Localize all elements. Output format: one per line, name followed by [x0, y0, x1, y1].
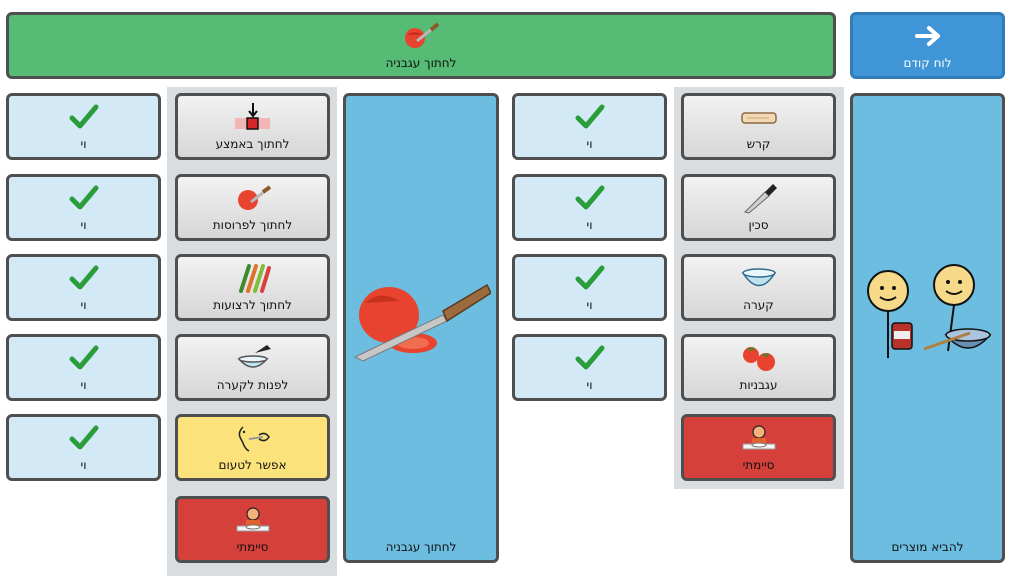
cut-strips-label: לחתוך לרצועות: [213, 298, 292, 312]
can-taste-label: אפשר לטעום: [218, 458, 287, 472]
tomato-slice-icon: [178, 177, 327, 218]
check-button[interactable]: וי: [6, 414, 161, 481]
tomatoes-button[interactable]: עגבניות: [681, 334, 836, 401]
check-icon: [515, 96, 664, 137]
can-taste-button[interactable]: אפשר לטעום: [175, 414, 330, 481]
header-title: לחתוך עגבניה: [385, 56, 457, 70]
previous-board-label: לוח קודם: [903, 56, 952, 70]
check-label: וי: [80, 378, 87, 392]
cutting-board-icon: [684, 96, 833, 137]
check-label: וי: [80, 458, 87, 472]
check-label: וי: [586, 218, 593, 232]
check-button[interactable]: וי: [6, 174, 161, 241]
left-actions-panel: [167, 87, 337, 576]
tomatoes-icon: [684, 337, 833, 378]
cut-slices-button[interactable]: לחתוך לפרוסות: [175, 174, 330, 241]
check-button[interactable]: וי: [6, 254, 161, 321]
people-mixing-icon: [853, 96, 1002, 540]
check-button[interactable]: וי: [6, 334, 161, 401]
check-button[interactable]: וי: [512, 254, 667, 321]
check-icon: [9, 177, 158, 218]
cut-tomato-column-label: לחתוך עגבניה: [385, 540, 457, 554]
bowl-pour-icon: [178, 337, 327, 378]
finished-label-left: סיימתי: [236, 540, 269, 554]
vegetable-strips-icon: [178, 257, 327, 298]
knife-icon: [684, 177, 833, 218]
header-title-button[interactable]: לחתוך עגבניה: [6, 12, 836, 79]
check-icon: [515, 257, 664, 298]
arrow-right-icon: [853, 15, 1002, 56]
cut-middle-label: לחתוך באמצע: [215, 137, 290, 151]
bowl-label: קערה: [743, 298, 774, 312]
board-button[interactable]: קרש: [681, 93, 836, 160]
check-icon: [9, 417, 158, 458]
cut-slices-label: לחתוך לפרוסות: [212, 218, 293, 232]
tomato-knife-large-icon: [346, 96, 496, 540]
check-button[interactable]: וי: [512, 174, 667, 241]
check-button[interactable]: וי: [512, 334, 667, 401]
cut-tomato-column-button[interactable]: לחתוך עגבניה: [343, 93, 499, 563]
bring-products-label: להביא מוצרים: [891, 540, 964, 554]
knife-label: סכין: [748, 218, 769, 232]
cut-middle-icon: [178, 96, 327, 137]
check-label: וי: [586, 298, 593, 312]
finished-label-right: סיימתי: [742, 458, 775, 472]
check-button[interactable]: וי: [512, 93, 667, 160]
cut-strips-button[interactable]: לחתוך לרצועות: [175, 254, 330, 321]
bowl-icon: [684, 257, 833, 298]
check-button[interactable]: וי: [6, 93, 161, 160]
check-icon: [9, 96, 158, 137]
check-label: וי: [80, 298, 87, 312]
to-bowl-label: לפנות לקערה: [216, 378, 289, 392]
check-icon: [515, 177, 664, 218]
check-label: וי: [80, 137, 87, 151]
tomato-knife-icon: [9, 15, 833, 56]
check-label: וי: [586, 137, 593, 151]
check-label: וי: [80, 218, 87, 232]
finished-person-icon: [684, 417, 833, 458]
check-icon: [9, 257, 158, 298]
to-bowl-button[interactable]: לפנות לקערה: [175, 334, 330, 401]
cut-middle-button[interactable]: לחתוך באמצע: [175, 93, 330, 160]
finished-person-icon: [178, 499, 327, 540]
board-label: קרש: [746, 137, 771, 151]
check-icon: [9, 337, 158, 378]
tomatoes-label: עגבניות: [739, 378, 778, 392]
previous-board-button[interactable]: לוח קודם: [850, 12, 1005, 79]
finished-button-left[interactable]: סיימתי: [175, 496, 330, 563]
knife-button[interactable]: סכין: [681, 174, 836, 241]
bowl-button[interactable]: קערה: [681, 254, 836, 321]
bring-products-column-button[interactable]: להביא מוצרים: [850, 93, 1005, 563]
finished-button-right[interactable]: סיימתי: [681, 414, 836, 481]
check-label: וי: [586, 378, 593, 392]
check-icon: [515, 337, 664, 378]
tasting-person-icon: [178, 417, 327, 458]
